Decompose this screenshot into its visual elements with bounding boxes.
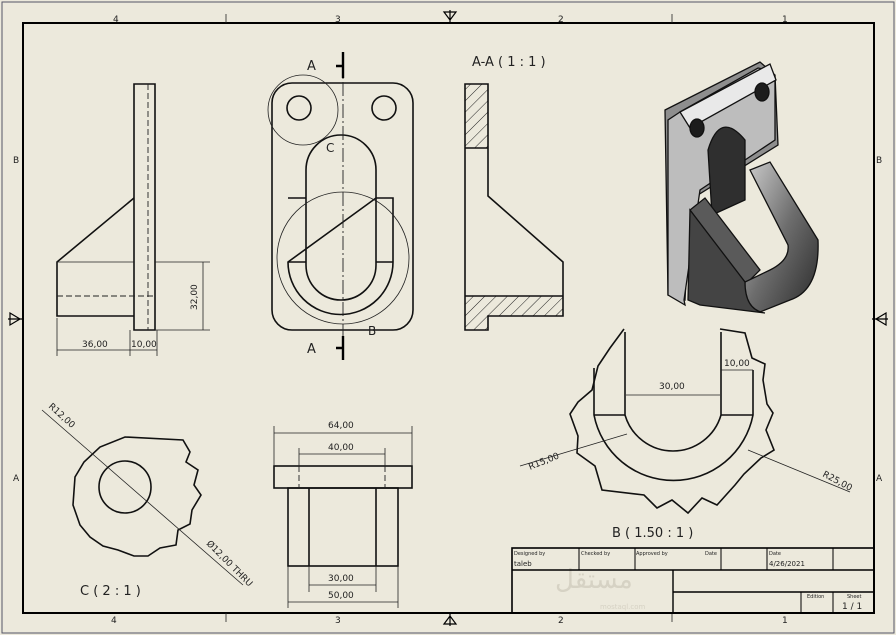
section-view	[464, 83, 564, 331]
dim-inner-bottom: 30,00	[328, 574, 354, 584]
dim-outer-bottom: 50,00	[328, 591, 354, 601]
dim-length: 36,00	[82, 340, 108, 350]
title-block	[511, 547, 875, 614]
zone-top-1: 1	[782, 15, 788, 25]
designed-by-label: Designed by	[514, 551, 545, 557]
zone-top-2: 2	[558, 15, 564, 25]
detail-c-view	[41, 409, 244, 586]
isometric-view	[664, 61, 819, 314]
dim-inner-top: 40,00	[328, 443, 354, 453]
dim-outer-top: 64,00	[328, 421, 354, 431]
zone-bottom-4: 4	[111, 616, 117, 626]
zone-right-b: B	[876, 156, 882, 166]
date-value: 4/26/2021	[769, 560, 805, 568]
zone-left-a: A	[13, 474, 20, 484]
edition-label: Edition	[807, 594, 824, 600]
inner-border	[22, 22, 875, 614]
zone-bottom-1: 1	[782, 616, 788, 626]
detail-b-view	[519, 328, 851, 515]
section-title: A-A ( 1 : 1 )	[472, 55, 546, 70]
zone-top-4: 4	[113, 15, 119, 25]
designed-by-value: taleb	[514, 560, 532, 568]
section-marker-top: A	[307, 59, 316, 74]
zone-ticks	[225, 14, 673, 622]
bottom-view	[273, 426, 413, 608]
checked-by-label: Checked by	[581, 551, 610, 557]
detail-b-marker: B	[368, 324, 376, 338]
section-marker-bottom: A	[307, 342, 316, 357]
zone-top-3: 3	[335, 15, 341, 25]
date-label-1: Date	[705, 551, 717, 557]
front-view	[267, 52, 414, 360]
sheet-label: Sheet	[847, 594, 861, 600]
detail-b-wall: 10,00	[724, 359, 750, 369]
detail-b-r-inner: R15,00	[527, 451, 561, 472]
dim-height: 32,00	[190, 284, 200, 310]
detail-b-title: B ( 1.50 : 1 )	[612, 526, 693, 541]
side-view	[56, 83, 210, 356]
detail-b-width: 30,00	[659, 382, 685, 392]
zone-right-a: A	[876, 474, 883, 484]
watermark-sub: mostaql.com	[600, 603, 646, 611]
detail-c-marker: C	[326, 141, 334, 155]
zone-bottom-2: 2	[558, 616, 564, 626]
date-label-2: Date	[769, 551, 781, 557]
detail-c-title: C ( 2 : 1 )	[80, 584, 141, 599]
sheet-value: 1 / 1	[842, 602, 862, 612]
zone-bottom-3: 3	[335, 616, 341, 626]
detail-c-hole: Ø12,00 THRU	[204, 538, 255, 589]
zone-left-b: B	[13, 156, 19, 166]
dim-thickness: 10,00	[131, 340, 157, 350]
approved-by-label: Approved by	[636, 551, 668, 557]
center-markers	[8, 10, 888, 626]
